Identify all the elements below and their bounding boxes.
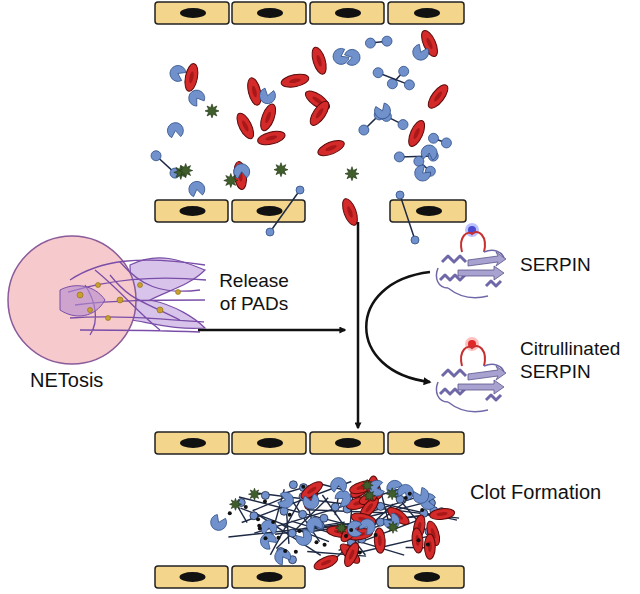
protein-label: Citrullinated SERPIN: [520, 338, 623, 384]
figure-label: Clot Formation: [470, 480, 601, 504]
conversion-arrow: [366, 272, 430, 382]
protein-node: SERPIN: [428, 222, 593, 306]
endothelium: [155, 2, 466, 588]
protein-label: SERPIN: [520, 254, 591, 277]
blood-contents: [151, 28, 451, 244]
clot-mesh: [211, 476, 459, 573]
netosis-cell: [8, 236, 206, 364]
release-arrow: [198, 329, 345, 332]
flow-arrow: [357, 222, 360, 428]
serpin-structure: [428, 336, 516, 420]
figure-label: NETosis: [30, 368, 103, 392]
serpin-structure: [428, 222, 516, 306]
protein-node: Citrullinated SERPIN: [428, 336, 623, 420]
figure-label: Release of PADs: [212, 270, 296, 316]
